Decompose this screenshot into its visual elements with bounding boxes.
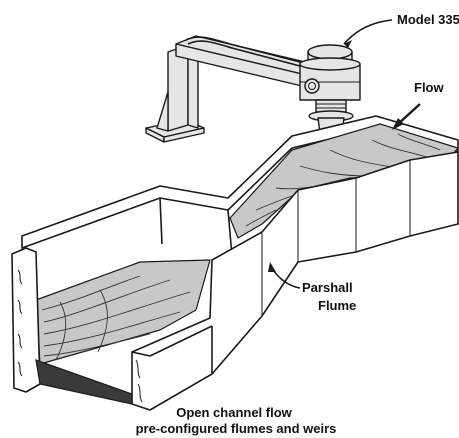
callout-parshall-flume: Parshall Flume	[268, 262, 356, 313]
flow-label: Flow	[414, 80, 444, 95]
caption: Open channel flow pre-configured flumes …	[136, 405, 337, 436]
callout-model-335: Model 335	[343, 12, 459, 48]
model-label: Model 335	[397, 12, 459, 27]
parshall-flume	[11, 115, 459, 411]
flume-label-line2: Flume	[318, 298, 356, 313]
transmitter-model-335	[299, 44, 361, 141]
callout-flow: Flow	[392, 80, 444, 130]
flume-label-line1: Parshall	[302, 280, 353, 295]
flow-arrow-icon	[392, 118, 404, 130]
caption-line-2: pre-configured flumes and weirs	[136, 421, 337, 436]
caption-line-1: Open channel flow	[176, 405, 292, 420]
support-stand	[145, 35, 323, 143]
